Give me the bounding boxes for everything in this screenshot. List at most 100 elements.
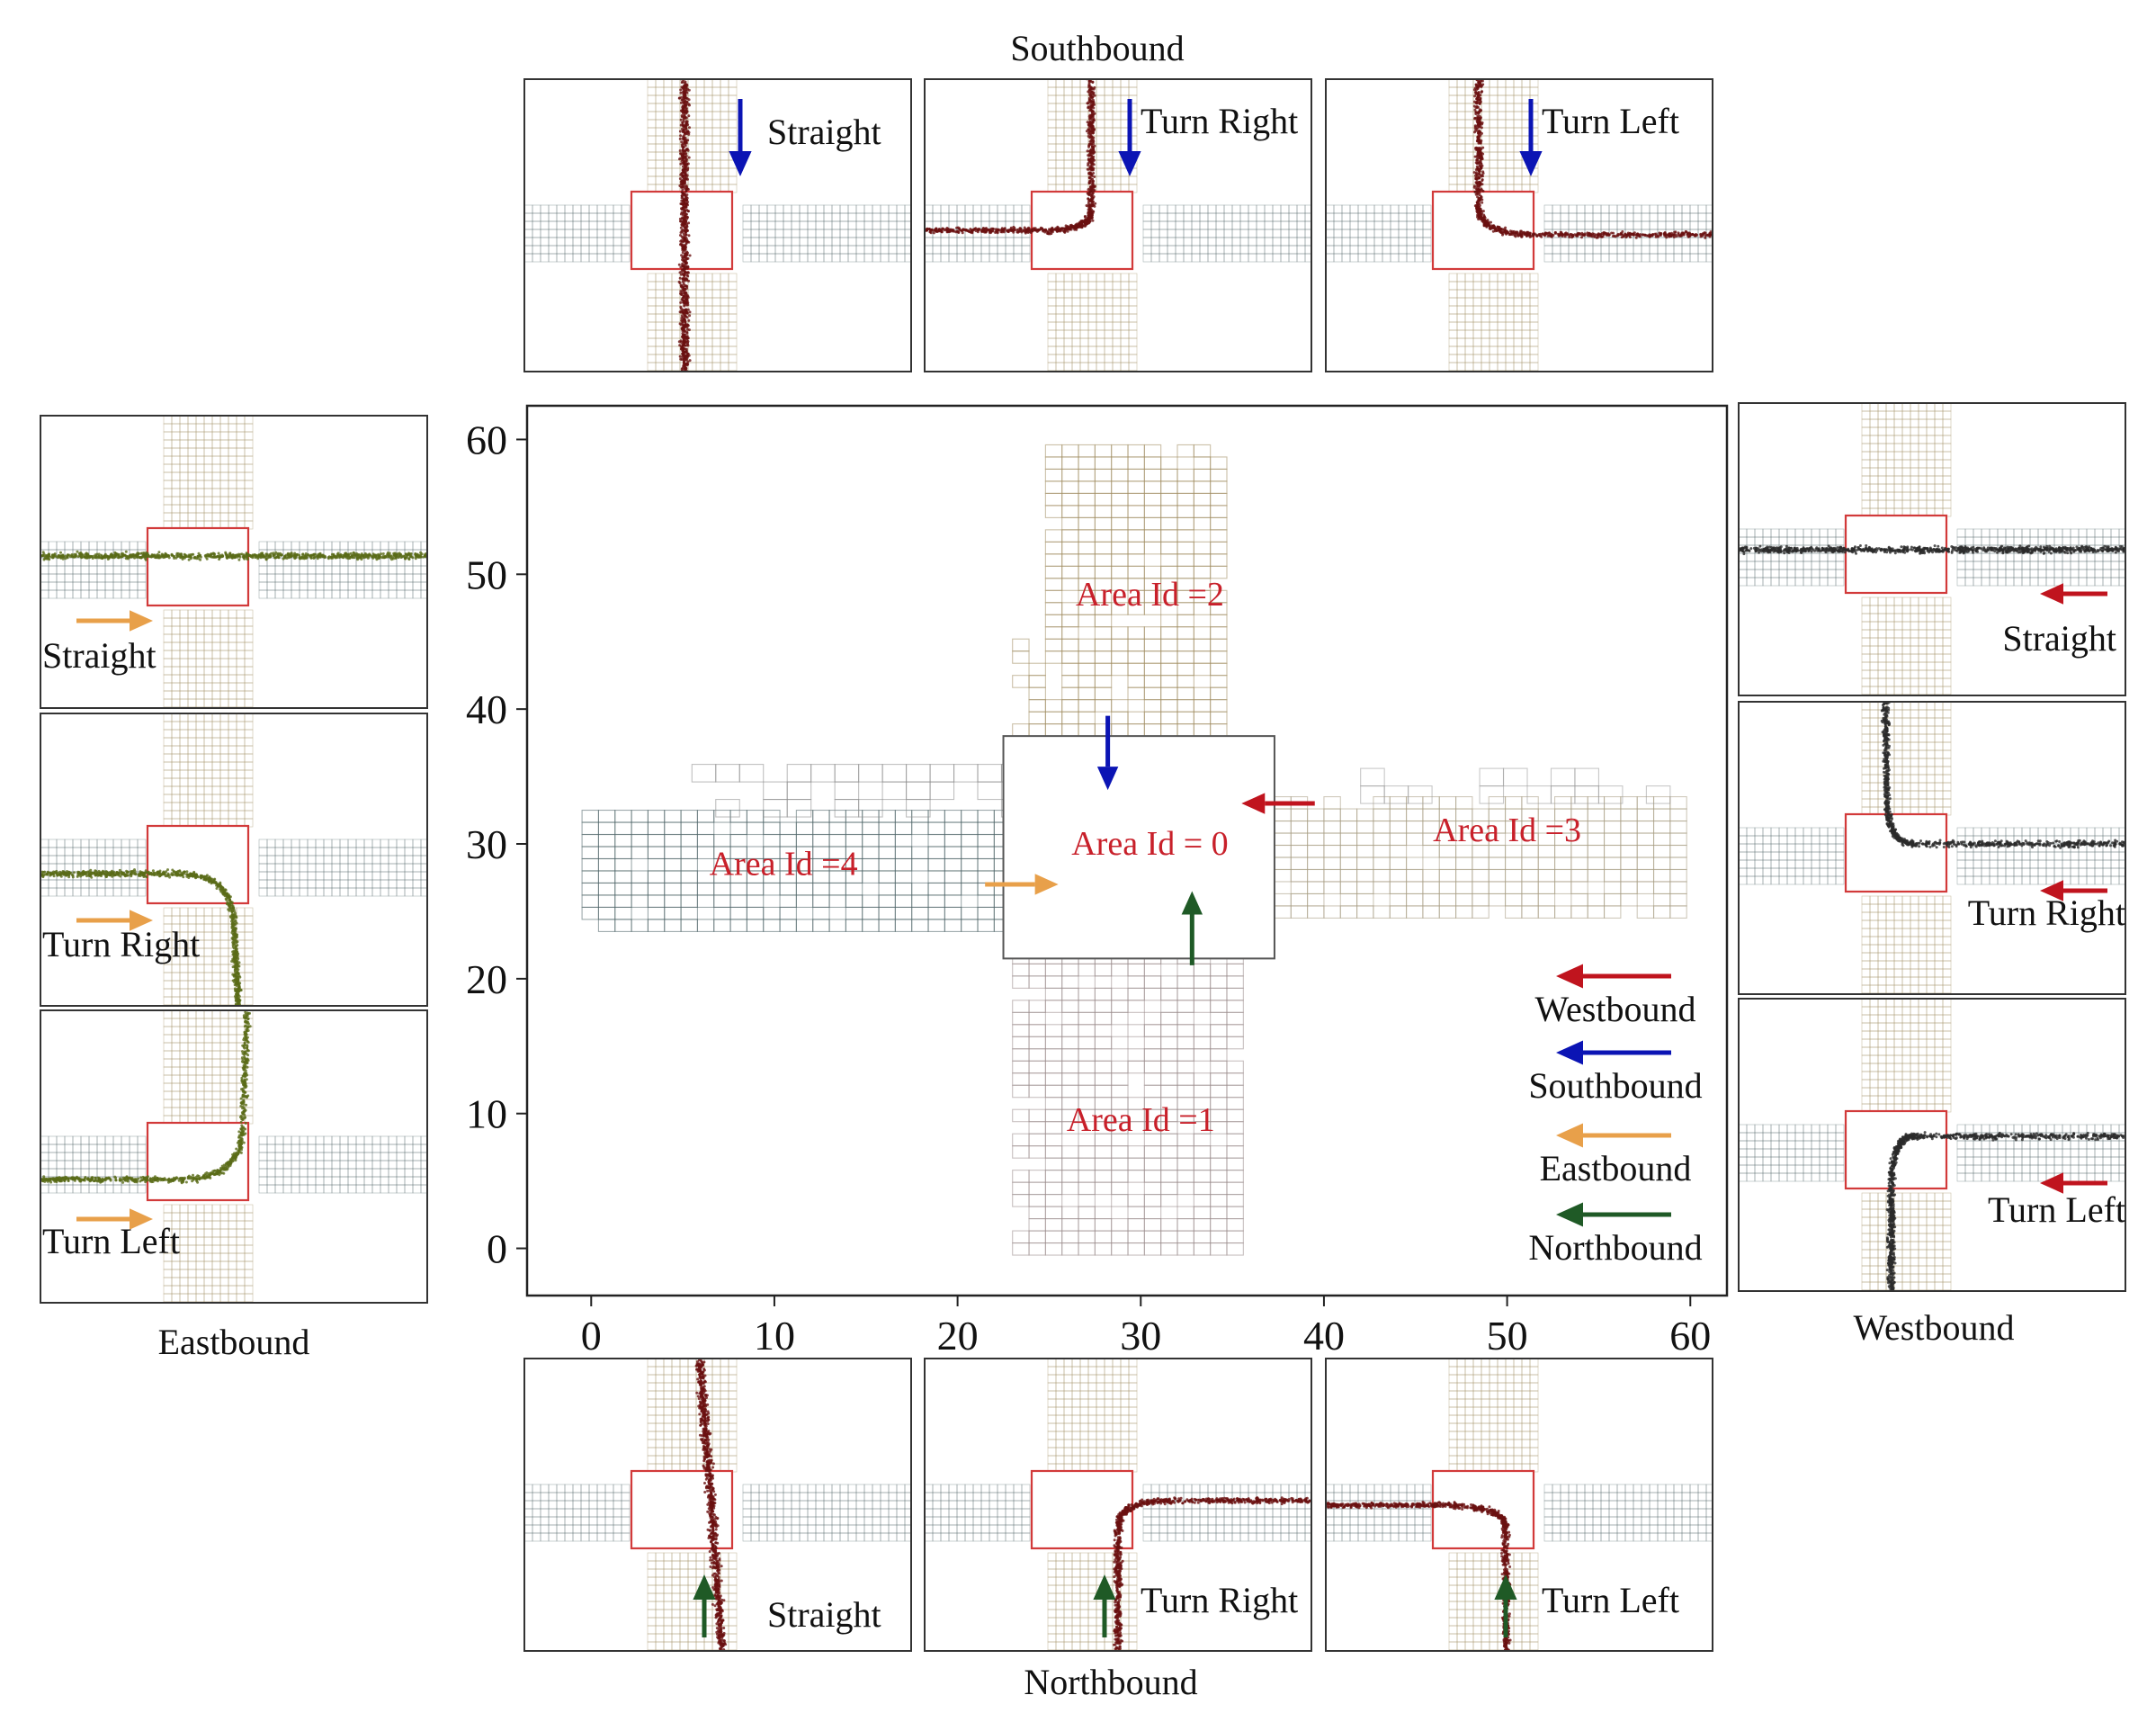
westbound-arrow — [2040, 1172, 2107, 1194]
y-tick-label: 50 — [466, 552, 507, 597]
southbound-arrow-main — [1096, 715, 1119, 791]
northbound-panel-1: Turn Right — [924, 1358, 1312, 1652]
x-tick-label: 50 — [1487, 1313, 1528, 1359]
trajectory-points — [694, 1359, 728, 1651]
trajectory-points — [1739, 544, 2125, 556]
y-tick-label: 0 — [487, 1226, 507, 1272]
legend-label-3: Northbound — [1528, 1227, 1702, 1268]
y-tick-label: 10 — [466, 1091, 507, 1137]
southbound-panel-0: Straight — [523, 78, 912, 372]
westbound-panel-0: Straight — [1738, 402, 2126, 696]
maneuver-label: Straight — [2002, 618, 2116, 659]
x-tick-label: 20 — [937, 1313, 979, 1359]
y-tick-label: 60 — [466, 417, 507, 462]
area-label-0: Area Id = 0 — [1071, 825, 1228, 863]
maneuver-label: Turn Left — [1988, 1189, 2125, 1230]
eastbound-arrow-main — [985, 874, 1059, 895]
westbound-arrow-main — [1241, 793, 1315, 814]
area-label-2: Area Id =2 — [1076, 576, 1224, 614]
trajectory-points — [1880, 702, 2125, 849]
legend-label-0: Westbound — [1535, 989, 1696, 1029]
eastbound-panel-1: Turn Right — [40, 713, 428, 1007]
eastbound-panel-2: Turn Left — [40, 1009, 428, 1304]
trajectory-points — [40, 868, 243, 1006]
eastbound-arrow — [76, 1208, 153, 1230]
trajectory-points — [1472, 79, 1713, 239]
area-3-top-cells — [1360, 767, 1671, 804]
trajectory-points — [1113, 1496, 1311, 1651]
panel-frame — [523, 78, 912, 372]
westbound-title: Westbound — [1853, 1307, 2015, 1348]
panel-frame — [40, 415, 428, 709]
center-intersection-box — [1002, 735, 1275, 960]
southbound-title: Southbound — [1010, 28, 1185, 68]
area-label-3: Area Id =3 — [1433, 812, 1581, 849]
eastbound-arrow — [76, 610, 153, 632]
panel-frame — [1738, 998, 2126, 1292]
southbound-arrow — [1118, 99, 1141, 176]
eastbound-title: Eastbound — [157, 1322, 310, 1362]
area-label-1: Area Id =1 — [1067, 1101, 1215, 1139]
westbound-arrow — [2040, 880, 2107, 901]
panel-frame — [1325, 1358, 1713, 1652]
legend-arrow-3 — [1556, 1202, 1671, 1227]
trajectory-points — [40, 550, 427, 561]
eastbound-arrow — [76, 910, 153, 931]
southbound-arrow — [729, 99, 752, 176]
panel-frame — [924, 1358, 1312, 1652]
northbound-panel-2: Turn Left — [1325, 1358, 1713, 1652]
maneuver-label: Turn Left — [1542, 1580, 1679, 1620]
legend-label-1: Southbound — [1528, 1065, 1702, 1106]
intersection-box — [1844, 812, 1948, 893]
area-label-4: Area Id =4 — [710, 845, 858, 883]
maneuver-label: Turn Right — [1968, 892, 2125, 933]
panel-frame — [40, 1009, 428, 1304]
x-tick-label: 60 — [1669, 1313, 1711, 1359]
northbound-title: Northbound — [1024, 1662, 1198, 1702]
trajectory-points — [40, 1010, 252, 1185]
area-1-cells — [1012, 951, 1244, 1256]
area-3-cells — [1274, 796, 1687, 919]
panel-frame — [1325, 78, 1713, 372]
x-tick-label: 30 — [1120, 1313, 1161, 1359]
area-4-cells — [581, 809, 1012, 932]
y-tick-label: 40 — [466, 686, 507, 732]
trajectory-points — [677, 79, 692, 372]
intersection-box — [146, 824, 250, 905]
westbound-panel-1: Turn Right — [1738, 701, 2126, 995]
x-tick-label: 0 — [581, 1313, 602, 1359]
southbound-arrow — [1519, 99, 1543, 176]
trajectory-points — [925, 79, 1097, 236]
southbound-panel-2: Turn Left — [1325, 78, 1713, 372]
panel-frame — [523, 1358, 912, 1652]
maneuver-label: Straight — [767, 112, 881, 152]
maneuver-label: Turn Right — [1141, 101, 1298, 141]
maneuver-label: Straight — [767, 1594, 881, 1635]
y-tick-label: 20 — [466, 956, 507, 1002]
y-tick-label: 30 — [466, 821, 507, 867]
northbound-arrow-main — [1181, 891, 1203, 965]
maneuver-label: Turn Left — [42, 1221, 180, 1261]
westbound-arrow — [2040, 583, 2107, 605]
intersection-box — [1844, 514, 1948, 595]
maneuver-label: Turn Left — [1542, 101, 1679, 141]
eastbound-panel-0: Straight — [40, 415, 428, 709]
main-plot-group: Area Id = 0 Area Id =1 Area Id =2 Area Id =… — [466, 404, 1729, 1359]
southbound-panel-1: Turn Right — [924, 78, 1312, 372]
westbound-panel-2: Turn Left — [1738, 998, 2126, 1292]
panel-frame — [40, 713, 428, 1007]
legend-label-2: Eastbound — [1540, 1148, 1692, 1188]
maneuver-label: Straight — [42, 635, 157, 676]
maneuver-label: Turn Right — [1141, 1580, 1298, 1620]
northbound-arrow — [1494, 1574, 1517, 1637]
legend-arrow-2 — [1556, 1123, 1671, 1148]
panel-frame — [924, 78, 1312, 372]
panel-frame — [1738, 402, 2126, 696]
panel-frame — [1738, 701, 2126, 995]
intersection-box — [146, 526, 250, 607]
northbound-panel-0: Straight — [523, 1358, 912, 1652]
intersection-box — [1431, 1469, 1535, 1550]
x-tick-label: 10 — [754, 1313, 795, 1359]
